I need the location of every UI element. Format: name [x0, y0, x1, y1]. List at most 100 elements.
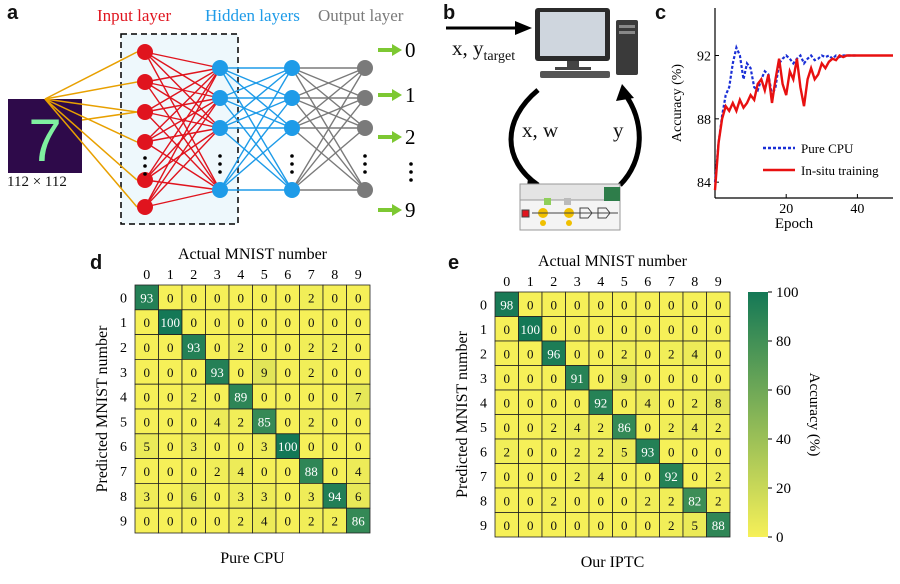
cell-value: 0 — [167, 439, 174, 454]
cell-value: 2 — [308, 290, 315, 305]
cell-value: 0 — [332, 414, 339, 429]
cell-value: 0 — [504, 346, 511, 361]
cell-value: 0 — [167, 489, 174, 504]
cell-value: 0 — [645, 371, 652, 386]
cell-value: 0 — [504, 322, 511, 337]
row-label: 4 — [120, 391, 127, 406]
row-label: 9 — [120, 515, 127, 530]
cell-value: 0 — [504, 518, 511, 533]
cell-value: 0 — [332, 464, 339, 479]
cell-value: 0 — [308, 439, 315, 454]
row-label: 2 — [120, 341, 127, 356]
colorbar-tick-label: 20 — [776, 481, 791, 497]
heatmap-y-axis-label: Predicted MNIST number — [454, 330, 471, 497]
cell-value: 0 — [715, 322, 722, 337]
cell-value: 5 — [144, 439, 151, 454]
photonic-chip-icon — [519, 183, 621, 231]
cell-value: 0 — [261, 290, 268, 305]
cell-value: 2 — [191, 390, 198, 405]
cell-value: 0 — [191, 514, 198, 529]
series-line-in-situ — [713, 54, 893, 191]
cell-value: 0 — [355, 365, 362, 380]
cell-value: 0 — [167, 290, 174, 305]
cell-value: 0 — [238, 365, 245, 380]
cell-value: 0 — [285, 514, 292, 529]
hidden-node — [284, 120, 300, 136]
cell-value: 0 — [285, 340, 292, 355]
hidden-node — [212, 90, 228, 106]
cell-value: 0 — [285, 290, 292, 305]
cell-value: 3 — [261, 489, 268, 504]
cell-value: 2 — [308, 514, 315, 529]
cell-value: 3 — [191, 439, 198, 454]
input-node — [137, 74, 153, 90]
cell-value: 2 — [621, 346, 628, 361]
cell-value: 0 — [504, 493, 511, 508]
row-label: 3 — [480, 372, 487, 387]
cell-value: 93 — [140, 290, 153, 305]
cell-value: 0 — [167, 414, 174, 429]
output-ellipsis-dot — [409, 162, 413, 166]
cell-value: 0 — [574, 322, 581, 337]
confusion-matrix-pure-cpu: Actual MNIST number001122334455667788999… — [94, 246, 371, 567]
column-label: 4 — [237, 268, 244, 283]
input-node — [137, 104, 153, 120]
row-label: 9 — [480, 519, 487, 534]
cell-value: 0 — [645, 297, 652, 312]
cell-value: 0 — [144, 365, 151, 380]
hidden-layers-title: Hidden layers — [205, 6, 300, 25]
down-curved-arrow — [508, 88, 540, 188]
row-label: 8 — [120, 490, 127, 505]
cell-value: 0 — [598, 518, 605, 533]
up-curved-arrow — [618, 91, 642, 187]
cell-value: 0 — [285, 365, 292, 380]
cell-value: 0 — [191, 414, 198, 429]
row-label: 0 — [480, 298, 487, 313]
cell-value: 2 — [692, 395, 699, 410]
cell-value: 0 — [598, 493, 605, 508]
y-output-label: y — [613, 118, 624, 142]
cell-value: 4 — [645, 395, 652, 410]
column-label: 0 — [503, 275, 510, 290]
cell-value: 0 — [355, 414, 362, 429]
cell-value: 4 — [692, 420, 699, 435]
panel-c-label: c — [655, 2, 667, 24]
mnist-digit-glyph: 7 — [28, 107, 61, 174]
cell-value: 0 — [715, 297, 722, 312]
cell-value: 0 — [285, 414, 292, 429]
cell-value: 0 — [261, 340, 268, 355]
cell-value: 0 — [715, 444, 722, 459]
cell-value: 0 — [238, 315, 245, 330]
cell-value: 96 — [547, 346, 561, 361]
cell-value: 82 — [688, 493, 701, 508]
row-label: 3 — [120, 366, 127, 381]
cell-value: 2 — [668, 493, 675, 508]
image-size-label: 112 × 112 — [7, 174, 67, 190]
cell-value: 100 — [161, 315, 181, 330]
cell-value: 0 — [574, 297, 581, 312]
hidden-node — [284, 182, 300, 198]
cell-value: 0 — [645, 346, 652, 361]
panel-d-label: d — [90, 252, 103, 274]
output-node — [357, 120, 373, 136]
cell-value: 0 — [621, 469, 628, 484]
row-label: 7 — [120, 465, 127, 480]
colorbar-tick-label: 40 — [776, 432, 791, 448]
output-arrow-head — [392, 89, 402, 101]
cell-value: 0 — [167, 365, 174, 380]
heatmap-cell — [706, 512, 731, 538]
column-label: 1 — [527, 275, 534, 290]
training-loop-diagram — [446, 8, 642, 231]
column-label: 9 — [715, 275, 722, 290]
cell-value: 0 — [527, 371, 534, 386]
cell-value: 0 — [574, 346, 581, 361]
cell-value: 0 — [144, 315, 151, 330]
panel-e-label: e — [448, 252, 460, 274]
cell-value: 2 — [332, 340, 339, 355]
cell-value: 0 — [692, 469, 699, 484]
row-label: 0 — [120, 291, 127, 306]
column-label: 7 — [668, 275, 675, 290]
column-label: 6 — [644, 275, 651, 290]
